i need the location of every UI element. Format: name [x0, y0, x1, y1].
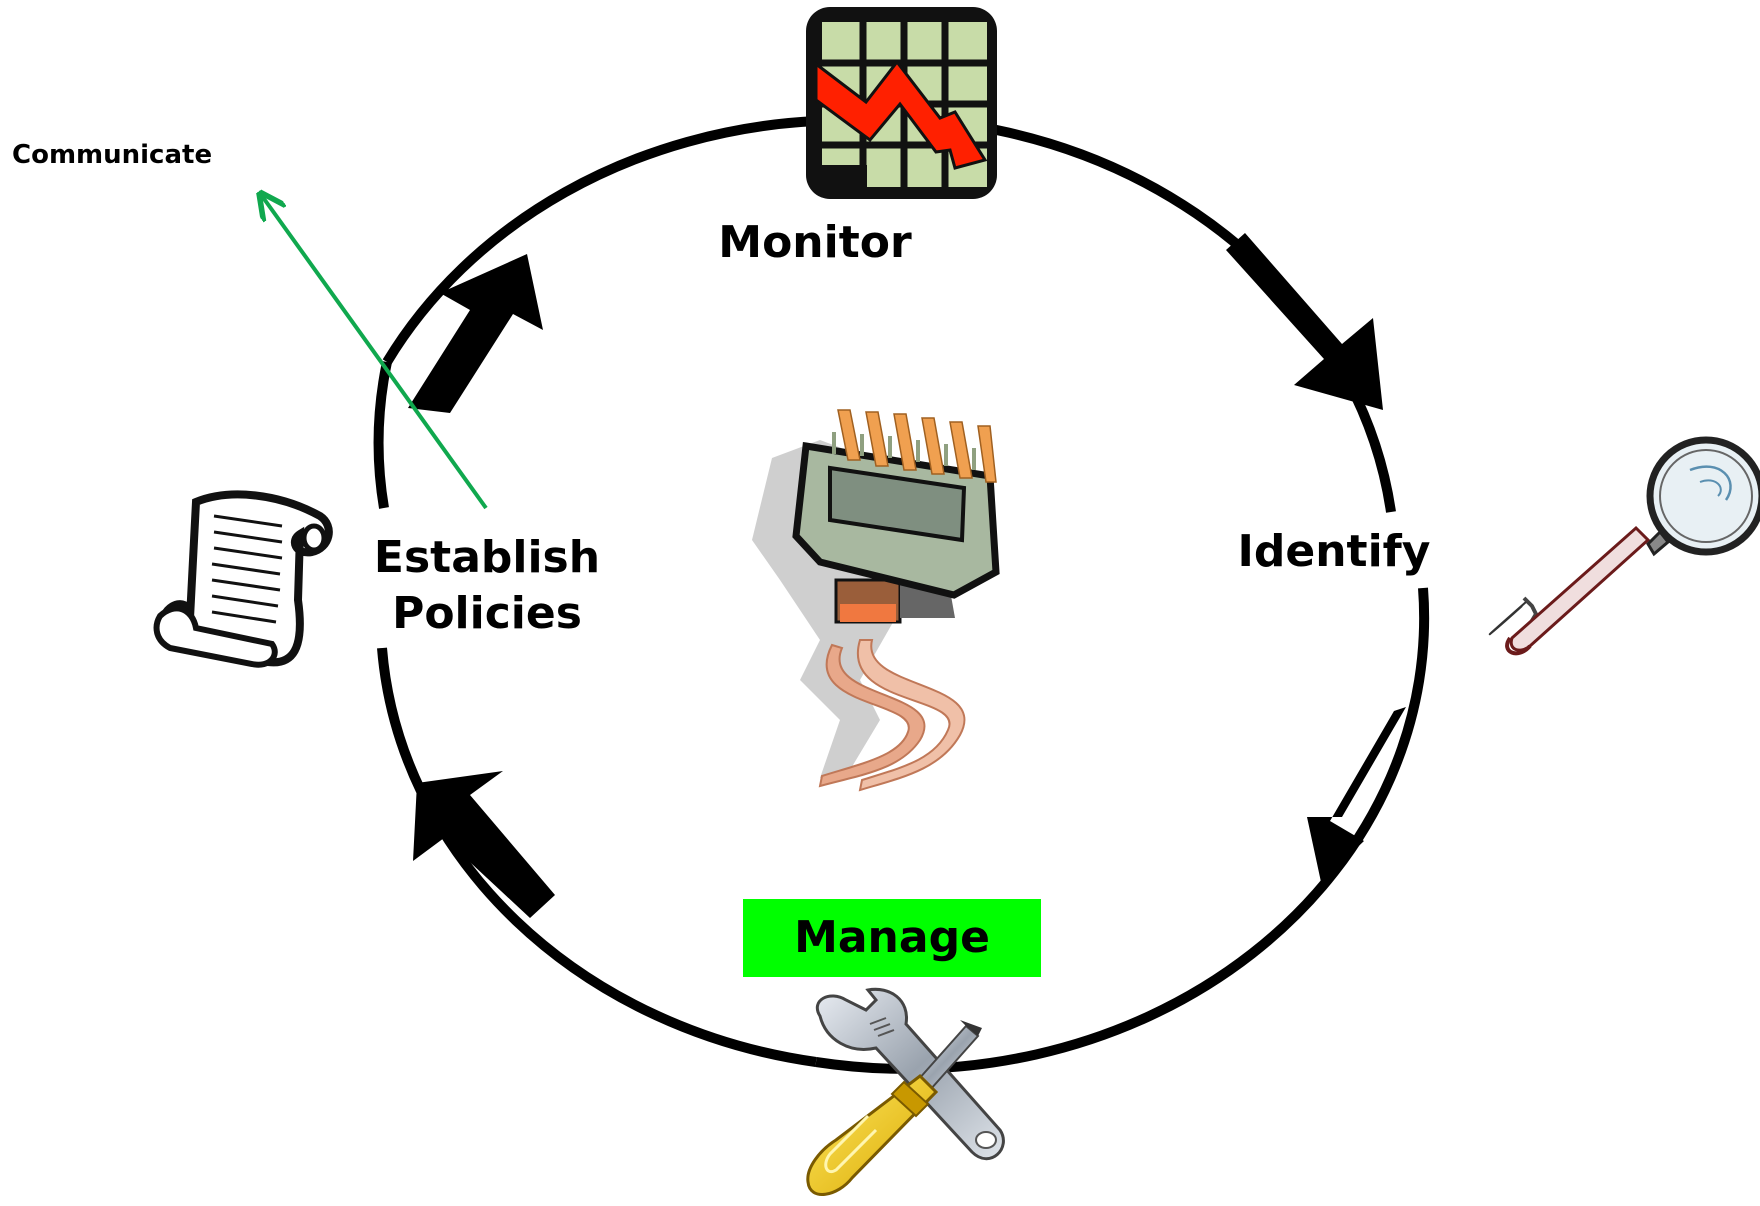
- establish-policies-line-1: Establish: [373, 532, 601, 583]
- cycle-arc-left-upper: [373, 360, 392, 509]
- network-cable-connector-icon: [752, 409, 1000, 792]
- declining-chart-icon: [806, 7, 997, 199]
- manage-highlight-box: [743, 899, 1041, 977]
- flow-arrow-bottom-left: [413, 771, 555, 918]
- monitor-label: Monitor: [718, 217, 912, 268]
- identify-label: Identify: [1237, 526, 1431, 577]
- magnifying-glass-icon: [1488, 436, 1760, 656]
- cycle-arc-top-left: [382, 116, 817, 365]
- wrench-screwdriver-icon: [806, 987, 1005, 1196]
- communicate-arrow: [262, 196, 488, 510]
- establish-policies-label: Establish Policies: [357, 530, 617, 642]
- communicate-label: Communicate: [12, 140, 213, 170]
- flow-arrow-top-left: [408, 254, 543, 413]
- flow-arrows: [408, 233, 1406, 918]
- policy-scroll-icon: [153, 490, 333, 668]
- flow-arrow-bottom-right: [1307, 707, 1406, 882]
- manage-label: Manage: [794, 912, 990, 963]
- cycle-arc-bottom-left: [377, 647, 817, 1067]
- manage-label-box: Manage: [743, 899, 1041, 977]
- cycle-arc-right-lower: [815, 587, 1430, 1074]
- establish-policies-line-2: Policies: [392, 588, 582, 639]
- flow-arrow-top-right: [1226, 233, 1383, 410]
